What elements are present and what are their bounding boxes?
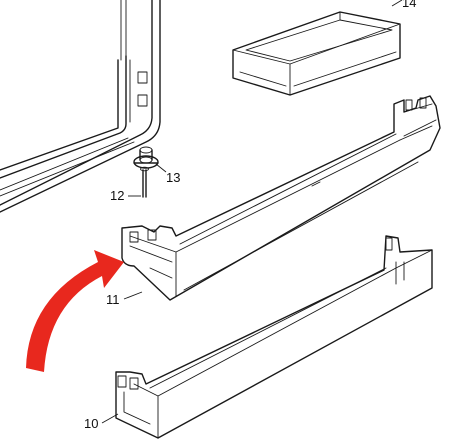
callout-10: 10	[84, 416, 98, 431]
callout-11: 11	[106, 292, 120, 307]
door-shelf-middle	[121, 95, 441, 301]
rotation-arrow	[26, 250, 124, 372]
screw-part	[140, 166, 149, 198]
door-shelf-bottom	[115, 235, 433, 439]
top-box	[232, 11, 401, 96]
callout-13: 13	[166, 170, 180, 185]
callout-12: 12	[110, 188, 124, 203]
callout-14: 14	[402, 0, 416, 10]
leader-lines	[101, 0, 403, 424]
hinge-part	[133, 146, 159, 169]
door-frame	[0, 0, 161, 213]
